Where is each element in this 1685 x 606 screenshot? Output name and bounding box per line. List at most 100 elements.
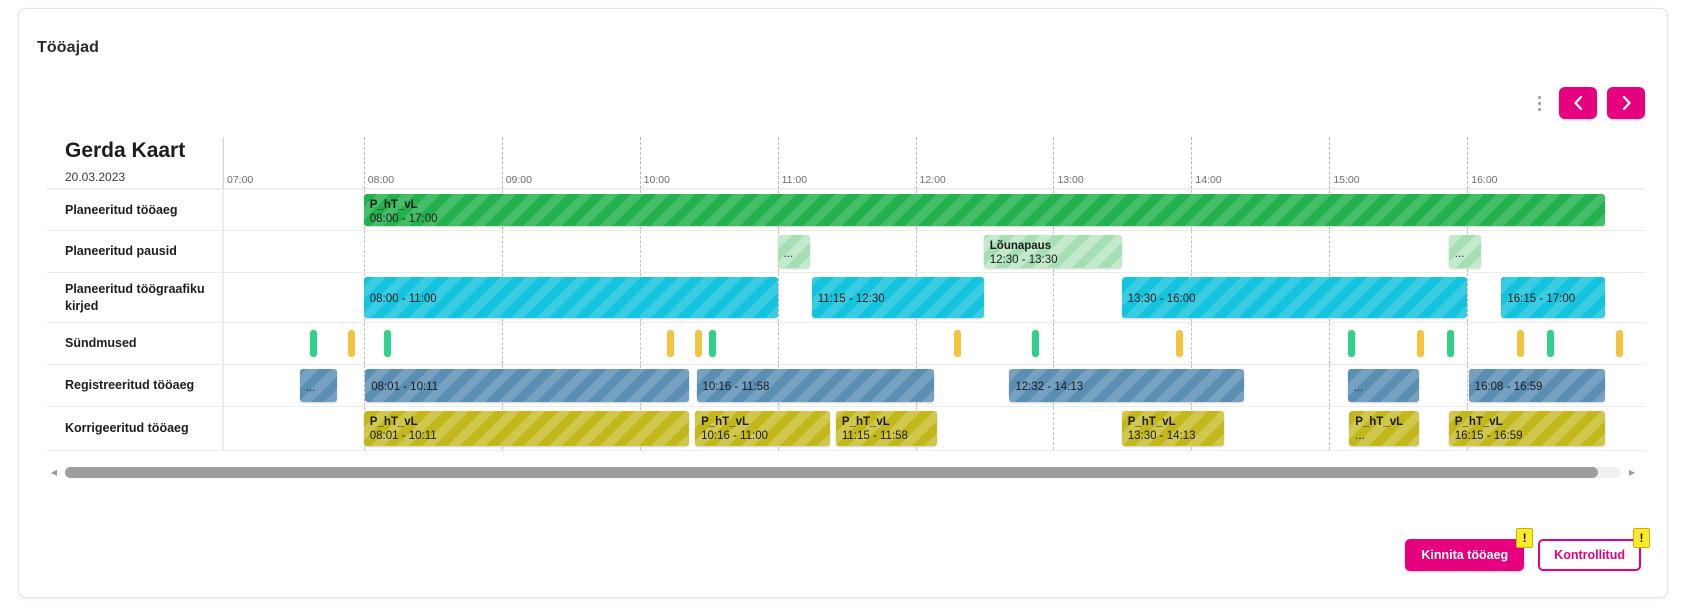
gantt-bar[interactable]: 08:01 - 10:11	[365, 369, 690, 402]
gantt-bar[interactable]: P_hT_vL 10:16 - 11:00	[695, 411, 831, 446]
gridline	[639, 231, 641, 272]
row-events-lane	[223, 323, 1645, 364]
bar-time: 08:00 - 17:00	[369, 213, 438, 226]
row-registered-worktime-lane: ... 08:01 - 10:11 10:16 - 11:58 12:32 - 14:…	[223, 365, 1645, 406]
event-marker[interactable]	[1546, 330, 1554, 357]
event-marker[interactable]	[694, 330, 702, 357]
gantt-bar[interactable]: ...	[299, 369, 337, 402]
event-marker[interactable]	[1347, 330, 1355, 357]
gantt-bar[interactable]: ...	[777, 235, 811, 268]
bar-title: P_hT_vL	[1454, 416, 1503, 428]
gantt-bar[interactable]: 13:30 - 16:00	[1121, 277, 1468, 318]
row-planned-schedule-entries-lane: 08:00 - 11:00 11:15 - 12:30 13:30 - 16:00 1…	[223, 273, 1645, 322]
scroll-right-arrow[interactable]: ▸	[1628, 465, 1636, 479]
bar-time: ...	[1355, 430, 1365, 443]
bar-title: P_hT_vL	[841, 416, 890, 428]
gridline	[1053, 323, 1055, 364]
bar-time: 08:01 - 10:11	[371, 381, 439, 393]
warning-badge-icon: !	[1633, 528, 1650, 548]
checked-action-wrapper: Kontrollitud !	[1538, 528, 1650, 571]
axis-tick: 11:00	[777, 137, 807, 189]
bar-ellipsis: ...	[1353, 382, 1364, 394]
gantt-bar[interactable]: 12:32 - 14:13	[1009, 369, 1244, 402]
confirm-worktime-button[interactable]: Kinnita tööaeg	[1405, 539, 1525, 571]
gantt-bar[interactable]: 08:00 - 11:00	[363, 277, 778, 318]
axis-tick-label: 14:00	[1195, 174, 1222, 186]
bar-title: P_hT_vL	[1127, 416, 1176, 428]
gridline	[501, 323, 503, 364]
event-marker[interactable]	[709, 330, 717, 357]
axis-tick-label: 12:00	[919, 174, 946, 186]
row-planned-worktime-label: Planeeritud tööaeg	[47, 190, 223, 230]
axis-tick: 14:00	[1191, 137, 1222, 189]
axis-tick-label: 08:00	[367, 174, 395, 186]
axis-tick: 07:00	[223, 137, 253, 189]
bar-title: P_hT_vL	[701, 416, 750, 428]
gridline	[223, 231, 224, 272]
axis-tick-label: 16:00	[1471, 174, 1498, 186]
event-marker[interactable]	[1417, 330, 1425, 357]
bar-time: 12:32 - 14:13	[1015, 381, 1084, 393]
scrollbar-track[interactable]	[65, 466, 1621, 478]
event-marker[interactable]	[1516, 330, 1524, 357]
event-marker[interactable]	[1031, 330, 1039, 357]
bar-title: P_hT_vL	[369, 416, 418, 428]
bar-time: 16:15 - 17:00	[1507, 293, 1576, 305]
event-marker[interactable]	[1447, 330, 1455, 357]
bar-ellipsis: ...	[1454, 248, 1465, 260]
horizontal-scrollbar[interactable]: ◂ ▸	[47, 461, 1639, 483]
top-controls	[1529, 87, 1645, 119]
next-day-button[interactable]	[1607, 87, 1645, 119]
gantt-bar[interactable]: P_hT_vL...	[1349, 411, 1419, 446]
axis-tick: 13:00	[1053, 137, 1084, 189]
bar-time: 10:16 - 11:00	[701, 430, 769, 443]
gridline	[363, 231, 365, 272]
previous-day-button[interactable]	[1559, 87, 1597, 119]
gantt-bar[interactable]: 11:15 - 12:30	[811, 277, 984, 318]
event-marker[interactable]	[347, 330, 355, 357]
warning-badge-icon: !	[1516, 528, 1534, 548]
gridline	[223, 273, 224, 322]
event-marker[interactable]	[1175, 330, 1183, 357]
gantt-bar[interactable]: 10:16 - 11:58	[696, 369, 934, 402]
checked-button[interactable]: Kontrollitud	[1538, 539, 1641, 571]
bar-time: 13:30 - 16:00	[1127, 293, 1196, 305]
gridline	[1191, 231, 1193, 272]
gantt-bar[interactable]: 16:08 - 16:59	[1468, 369, 1606, 402]
event-marker[interactable]	[666, 330, 674, 357]
gridline	[777, 323, 779, 364]
gantt-bar[interactable]: ...	[1347, 369, 1419, 402]
row-planned-schedule-entries-label: Planeeritud töögraafiku kirjed	[47, 273, 223, 322]
event-marker[interactable]	[383, 330, 391, 357]
gridline	[1329, 365, 1331, 406]
gantt-bar[interactable]: 16:15 - 17:00	[1501, 277, 1606, 318]
scrollbar-thumb[interactable]	[65, 466, 1598, 478]
gridline	[1329, 323, 1331, 364]
event-marker[interactable]	[309, 330, 317, 357]
gantt-bar[interactable]: ...	[1448, 235, 1482, 268]
event-marker[interactable]	[1616, 330, 1624, 357]
person-date: 20.03.2023	[65, 170, 126, 184]
scroll-left-arrow[interactable]: ◂	[50, 465, 58, 479]
chevron-left-icon	[1573, 96, 1582, 110]
person-name: Gerda Kaart	[65, 139, 186, 162]
person-column: Gerda Kaart 20.03.2023	[47, 137, 223, 188]
gridline	[1467, 323, 1469, 364]
event-marker[interactable]	[953, 330, 961, 357]
axis-tick-label: 07:00	[227, 174, 254, 186]
more-options-icon[interactable]	[1529, 88, 1549, 118]
bar-ellipsis: ...	[305, 382, 316, 394]
page-title: Tööajad	[37, 39, 100, 56]
gridline	[1053, 407, 1055, 450]
